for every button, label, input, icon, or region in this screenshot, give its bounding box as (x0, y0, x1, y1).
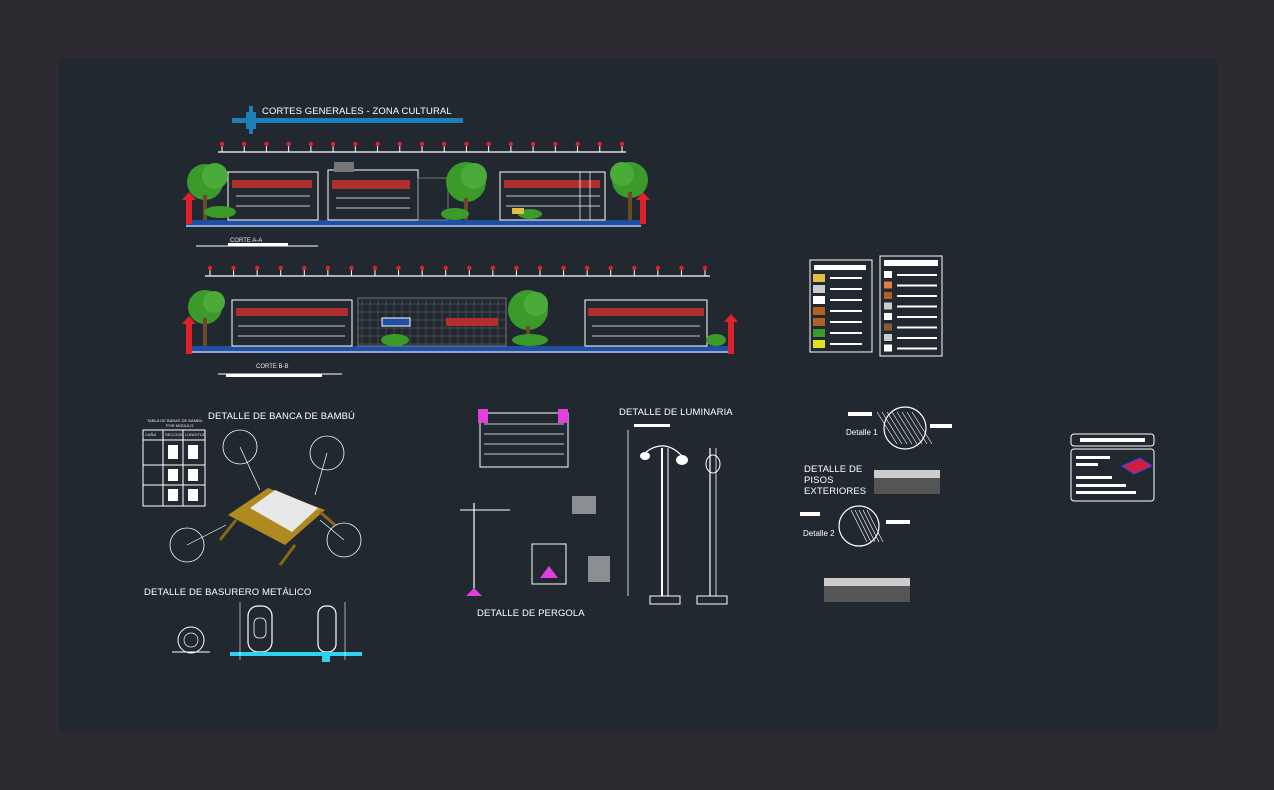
lamp-icon (330, 141, 336, 147)
section-b-b (182, 265, 738, 377)
section-a-a (182, 141, 650, 247)
luminaria-title: DETALLE DE LUMINARIA (619, 407, 733, 418)
lamp-icon (655, 265, 661, 271)
pisos-title-line3: EXTERIORES (804, 486, 867, 497)
banca-bambu-title: DETALLE DE BANCA DE BAMBÚ (208, 411, 355, 422)
title-block (1070, 433, 1155, 502)
lamp-icon (597, 141, 602, 147)
detalle-1-label: Detalle 1 (846, 428, 878, 437)
basurero-detail (172, 602, 362, 662)
bamboo-bench-detail (142, 429, 362, 566)
cortes-generales-title: CORTES GENERALES - ZONA CULTURAL (262, 106, 452, 117)
lamp-icon (308, 141, 314, 147)
lamp-icon (608, 265, 613, 271)
lamp-icon (442, 141, 447, 147)
lamp-icon (419, 141, 425, 147)
lamp-icon (264, 141, 269, 147)
lamp-icon (490, 265, 496, 271)
lamp-icon (302, 265, 307, 271)
luminaria-detail (627, 424, 728, 605)
tree-icon (446, 162, 487, 220)
corte-bb-label: CORTE B-B (256, 364, 289, 370)
lamp-icon (254, 265, 260, 271)
bamboo-table-header-1: CAÑA (145, 432, 157, 437)
logo-icon (1120, 457, 1154, 475)
pergola-detail (460, 409, 610, 596)
lamp-icon (207, 265, 213, 271)
lamp-icon (702, 265, 708, 271)
lamp-icon (419, 265, 425, 271)
lamp-icon (325, 265, 331, 271)
pisos-title-line1: DETALLE DE (804, 464, 863, 475)
lamp-icon (278, 265, 283, 271)
bamboo-table-title-2: POR MODULO (166, 423, 194, 428)
detalle-2-label: Detalle 2 (803, 529, 835, 538)
lamp-icon (353, 141, 358, 147)
lamp-icon (375, 141, 380, 147)
lamp-icon (508, 141, 514, 147)
bamboo-table-header-3: LONGITUD (185, 432, 206, 437)
pisos-title-line2: PISOS (804, 475, 834, 486)
tree-icon (188, 290, 225, 346)
lamp-icon (443, 265, 448, 271)
legend-table-2 (879, 255, 943, 357)
bamboo-table-header-2: SECCION (165, 432, 184, 437)
lamp-row-b (207, 265, 708, 276)
lamp-icon (632, 265, 637, 271)
lamp-icon (467, 265, 472, 271)
lamp-icon (396, 265, 401, 271)
title-bar-cortes (232, 106, 463, 134)
lamp-icon (242, 141, 247, 147)
lamp-icon (530, 141, 536, 147)
lamp-icon (397, 141, 402, 147)
lamp-icon (619, 141, 625, 147)
lamp-icon (486, 141, 491, 147)
lamp-icon (561, 265, 566, 271)
lamp-icon (514, 265, 519, 271)
lamp-icon (537, 265, 543, 271)
corte-aa-label: CORTE A-A (230, 238, 263, 244)
pergola-title: DETALLE DE PERGOLA (477, 608, 585, 619)
lamp-icon (286, 141, 291, 147)
lamp-icon (575, 141, 580, 147)
lamp-icon (349, 265, 354, 271)
tree-icon (610, 162, 648, 220)
bamboo-table-title-1: TABLA DE BARAS DE BAMBU (147, 418, 203, 423)
lamp-icon (464, 141, 469, 147)
lamp-icon (679, 265, 684, 271)
lamp-icon (219, 141, 225, 147)
lamp-icon (372, 265, 378, 271)
pisos-detail (800, 406, 952, 602)
legend-table-1 (809, 259, 873, 353)
basurero-title: DETALLE DE BASURERO METÁLICO (144, 587, 312, 598)
lamp-icon (231, 265, 236, 271)
lamp-icon (553, 141, 558, 147)
lamp-row-a (219, 141, 625, 152)
lamp-icon (584, 265, 590, 271)
tree-icon (187, 163, 228, 220)
